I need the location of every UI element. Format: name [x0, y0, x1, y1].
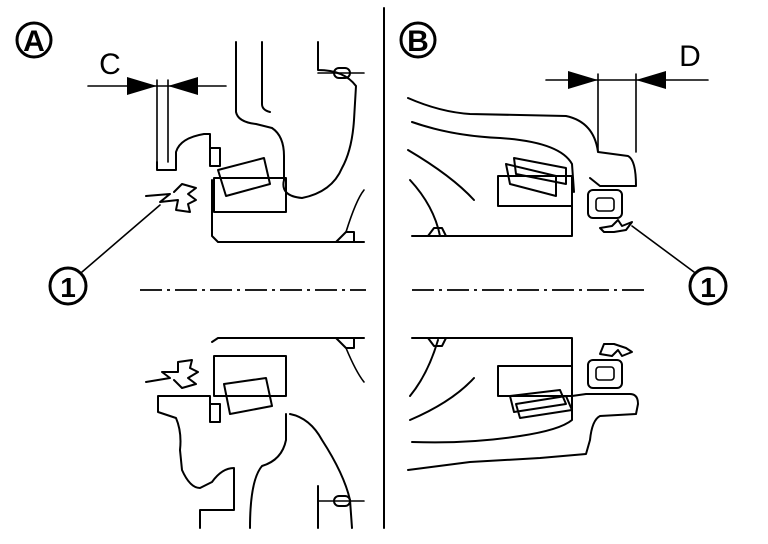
view-b-seal-upper-lip	[599, 219, 633, 233]
dimension-c-label: C	[99, 48, 121, 81]
view-b: B D 1	[399, 21, 728, 471]
view-a-bearing-upper-roller	[217, 157, 271, 197]
view-b-seal-lower	[587, 343, 633, 389]
view-a-callout-1-circle	[48, 266, 88, 306]
dimension-d-arrow-right	[636, 71, 666, 89]
view-a-housing-inner	[261, 41, 271, 113]
view-b-callout-1-leader	[631, 225, 695, 273]
view-b-bearing-upper-roller-2	[505, 163, 557, 197]
view-b-housing-upper-arc	[407, 149, 475, 237]
view-a-housing-upper	[235, 41, 357, 199]
view-a-bearing-lower-roller	[223, 377, 273, 415]
dimension-c-arrow-right	[168, 77, 198, 95]
view-b-bearing-lower	[411, 337, 573, 419]
view-b-housing-lower	[407, 393, 639, 471]
view-a-bearing-upper	[209, 147, 365, 243]
view-a-upper-retainer	[335, 231, 355, 243]
view-b-bearing-lower-race	[411, 337, 573, 371]
view-a-upper-arc	[345, 189, 365, 233]
view-b-housing-upper	[407, 97, 637, 187]
view-a-shaft-step	[156, 133, 211, 171]
view-b-label-badge: B	[399, 21, 437, 59]
view-b-bearing-upper-roller	[513, 157, 567, 185]
view-a: A C 1	[15, 21, 366, 529]
view-a-lower-arc	[345, 347, 365, 383]
view-b-bearing-upper	[411, 157, 573, 237]
view-b-seal-upper-case	[587, 189, 623, 219]
view-b-bearing-lower-cup	[497, 365, 573, 397]
dimension-d-arrow-left	[568, 71, 598, 89]
view-a-bearing-upper-cup	[213, 177, 287, 213]
view-b-seal-lower-inner	[595, 366, 615, 381]
view-a-label-badge: A	[15, 21, 53, 59]
dimension-d-label: D	[679, 40, 701, 73]
view-a-bearing-upper-race	[211, 179, 365, 243]
view-a-seal-upper	[145, 183, 197, 213]
view-a-label-circle	[15, 21, 53, 59]
view-a-housing-lower	[157, 395, 235, 529]
view-a-bearing-lower-cage	[209, 403, 221, 423]
view-b-seal-lower-case	[587, 359, 623, 389]
view-b-bearing-upper-race	[411, 205, 573, 237]
view-b-housing-upper-inner	[411, 121, 575, 193]
view-a-bearing-lower-race	[211, 337, 365, 343]
view-a-bearing-lower	[209, 337, 365, 423]
dimension-c: C	[87, 48, 227, 163]
view-a-seal-lower	[145, 359, 199, 389]
view-a-bearing-lower-cup	[213, 355, 287, 397]
view-b-housing-lower-inner	[411, 395, 573, 444]
view-b-callout-1: 1	[631, 225, 728, 306]
view-a-lower-retainer	[335, 337, 355, 349]
view-a-callout-1: 1	[48, 204, 161, 306]
view-b-bearing-lower-roller	[509, 389, 567, 413]
view-a-callout-1-leader	[81, 204, 161, 273]
view-a-callout-1-label: 1	[60, 272, 76, 303]
view-b-lower-retainer	[427, 337, 447, 347]
view-b-seal-upper-inner	[595, 197, 615, 212]
view-b-bearing-upper-cup	[497, 175, 573, 207]
dimension-d: D	[545, 40, 709, 153]
dimension-c-arrow-left	[127, 77, 157, 95]
view-b-label: B	[407, 25, 429, 58]
view-b-seal-lower-lip	[599, 343, 633, 357]
view-b-callout-1-label: 1	[700, 272, 716, 303]
view-b-seal-upper	[587, 189, 633, 233]
view-b-label-circle	[399, 21, 437, 59]
view-a-label: A	[23, 25, 45, 58]
view-b-callout-1-circle	[688, 266, 728, 306]
view-b-housing-lower-arc	[409, 339, 475, 421]
view-a-bearing-upper-cage	[209, 147, 221, 167]
view-a-housing-lower-right	[249, 413, 353, 529]
view-b-upper-retainer	[427, 227, 447, 237]
